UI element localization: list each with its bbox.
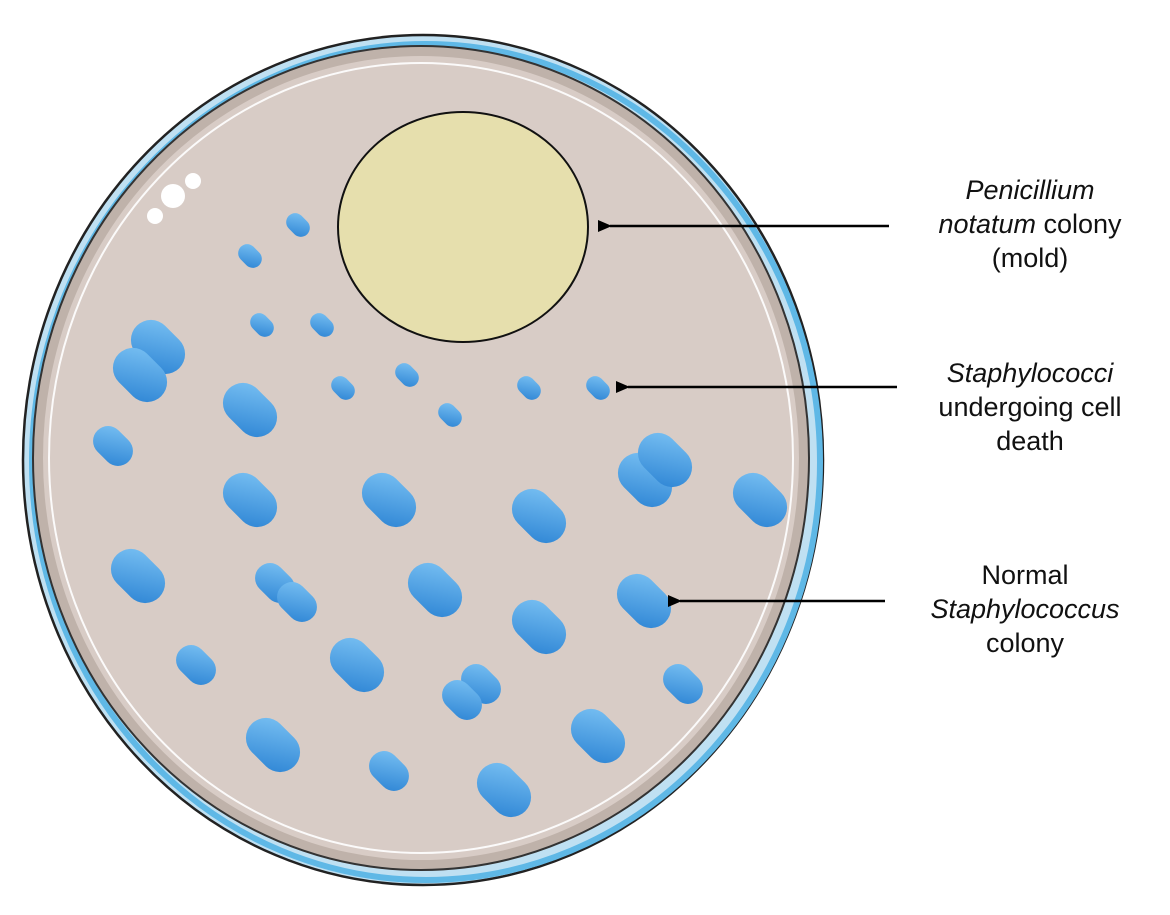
dying-colony (586, 376, 610, 400)
label-death-line3: death (996, 426, 1064, 456)
label-death-line2: undergoing cell (938, 392, 1122, 422)
agar-highlight-line (48, 62, 794, 854)
label-dying-staphylococci: Staphylococci undergoing cell death (880, 356, 1170, 458)
dying-colony (250, 313, 274, 337)
dying-colony (517, 376, 541, 400)
dying-colony (438, 403, 462, 427)
dying-colony (310, 313, 334, 337)
petri-dish (21, 33, 825, 887)
glare-dot (147, 208, 163, 224)
dying-colony (286, 213, 310, 237)
normal-colony (663, 664, 703, 704)
label-mold-colony: Penicillium notatum colony (mold) (880, 173, 1170, 275)
label-normal-line1: Normal (981, 560, 1069, 590)
agar-surface (43, 56, 799, 860)
normal-colony (732, 472, 788, 528)
normal-colony (112, 347, 168, 403)
label-mold-line2-italic: notatum (938, 209, 1036, 239)
normal-colony (511, 599, 567, 655)
label-mold-line3: (mold) (991, 243, 1069, 273)
normal-colony (616, 573, 672, 629)
normal-colony (442, 680, 482, 720)
normal-colony (476, 762, 532, 818)
mold-colony (337, 111, 589, 343)
dying-colony (395, 363, 419, 387)
normal-colony (369, 751, 409, 791)
glare-dot (161, 184, 185, 208)
normal-colony (245, 717, 301, 773)
label-mold-line1: Penicillium (965, 175, 1095, 205)
label-normal-line3: colony (985, 628, 1065, 658)
normal-colony (277, 582, 317, 622)
dying-colony (238, 244, 262, 268)
dish-blue-rim (29, 41, 823, 883)
normal-colony (176, 645, 216, 685)
normal-colony (329, 637, 385, 693)
glare-dot (185, 173, 201, 189)
normal-colony (93, 426, 133, 466)
normal-colony (407, 562, 463, 618)
label-mold-line2-rest: colony (1036, 209, 1122, 239)
label-normal-colony: Normal Staphylococcus colony (905, 558, 1145, 660)
normal-colony (110, 548, 166, 604)
normal-colony (222, 382, 278, 438)
label-death-line1: Staphylococci (946, 358, 1114, 388)
dying-colony (331, 376, 355, 400)
label-normal-line2: Staphylococcus (930, 594, 1120, 624)
normal-colony (570, 708, 626, 764)
normal-colony (511, 488, 567, 544)
